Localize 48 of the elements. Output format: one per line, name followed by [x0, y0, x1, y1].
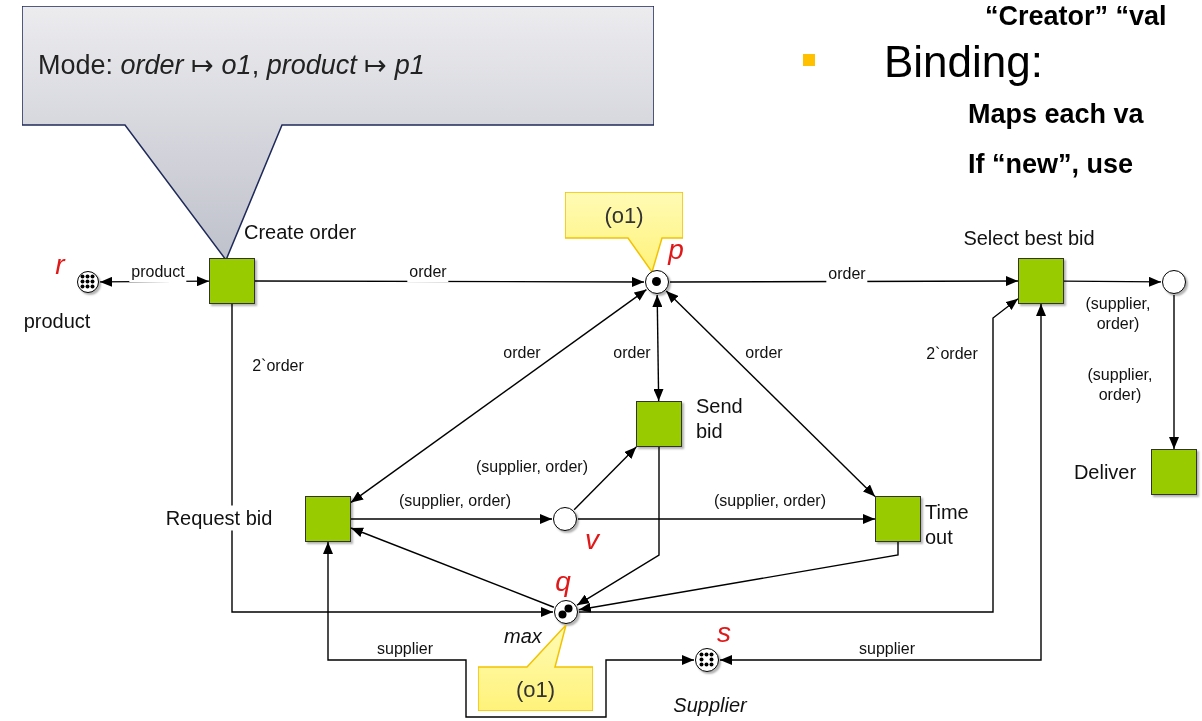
arc-arrow: [669, 276, 1019, 287]
slide-text: “Creator” “val: [985, 0, 1167, 33]
arc-arrow: [573, 446, 637, 511]
callout-text: (o1): [515, 675, 556, 704]
arc-arrow: [350, 527, 555, 608]
arc-arrow: [254, 276, 645, 287]
node-caption: Supplier: [673, 695, 747, 715]
arc-inscription: (supplier, order): [712, 491, 828, 511]
arc-arrow: [323, 541, 695, 718]
arc-arrow: [719, 303, 1046, 665]
arc-inscription: supplier: [375, 639, 435, 659]
transition-square: [636, 401, 682, 447]
slide-text: max: [504, 626, 542, 646]
transition-square: [1151, 449, 1197, 495]
node-caption: Request bid: [165, 505, 273, 531]
slide-text: Maps each va: [968, 98, 1144, 131]
place-name: s: [717, 619, 731, 647]
arc-inscription: (supplier, order): [397, 491, 513, 511]
arc-arrow: [665, 290, 876, 498]
transition-square: [875, 496, 921, 542]
arc-inscription: (supplier, order): [474, 457, 590, 477]
arc-arrow: [578, 541, 899, 613]
slide-text: If “new”, use: [968, 148, 1134, 181]
arc-arrow: [350, 514, 553, 524]
arc-inscription: product: [129, 262, 187, 282]
arc-arrow: [1063, 276, 1162, 287]
slide-text: Create order: [244, 220, 357, 245]
transition-square: [209, 258, 255, 304]
arc-arrow: [576, 446, 660, 606]
place-name: q: [555, 568, 571, 596]
place-name: v: [585, 526, 599, 554]
place-name: p: [668, 236, 684, 264]
arc-arrow: [231, 303, 554, 617]
arc-inscription: order: [826, 264, 868, 284]
arc-inscription: supplier: [857, 639, 917, 659]
arc-arrow: [652, 294, 664, 402]
arc-inscription: order: [407, 262, 449, 282]
callout-text: (o1): [604, 201, 644, 230]
place-name: r: [55, 251, 65, 279]
callout-bubble: [478, 625, 593, 711]
callout-bubble: [565, 192, 683, 272]
transition-square: [305, 496, 351, 542]
arc-arrow: [577, 514, 876, 524]
transition-square: [1018, 258, 1064, 304]
arc-arrow: [578, 298, 1019, 613]
slide-text: Binding:: [884, 36, 1043, 88]
callout-text: Mode: order ↦ o1, product ↦ p1: [38, 49, 425, 83]
arc-arrow: [1169, 294, 1179, 450]
